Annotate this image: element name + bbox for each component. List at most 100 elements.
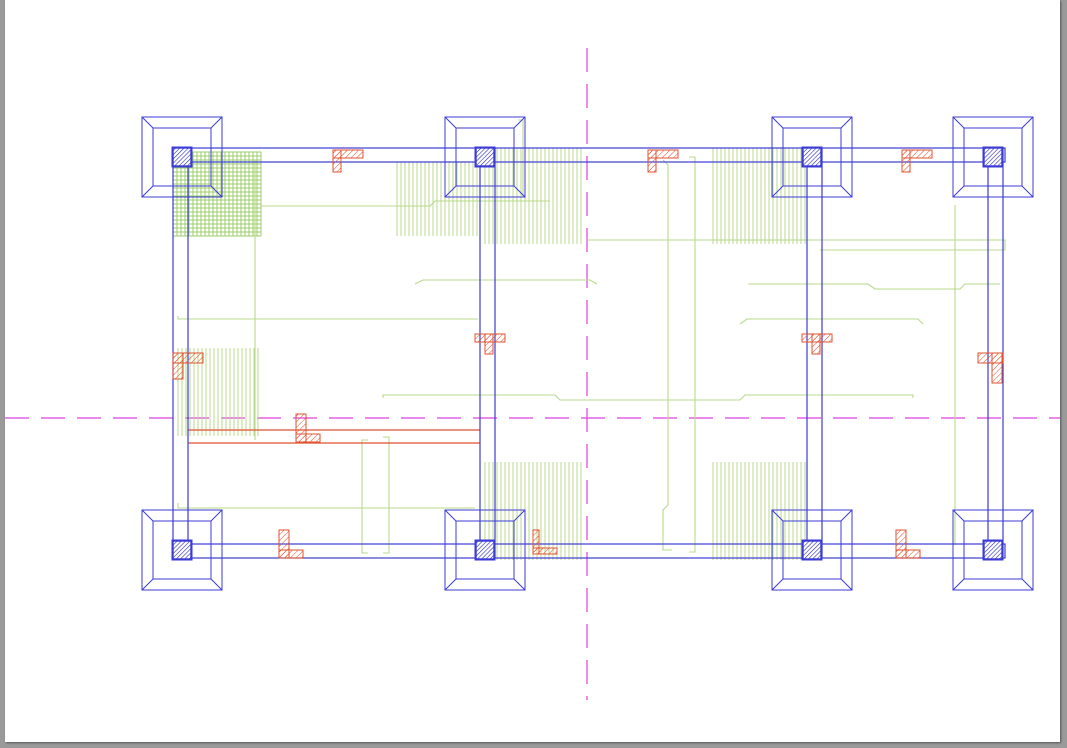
column-section [172, 540, 192, 560]
footing-slope-line [1021, 578, 1034, 591]
footing-slope-line [952, 185, 965, 198]
footing-slope-line [952, 509, 965, 522]
footing [952, 116, 1034, 198]
steel-plate [801, 333, 833, 355]
footing-slope-line [513, 509, 526, 522]
footings [141, 116, 1034, 591]
footing-slope-line [210, 578, 223, 591]
steel-plate [977, 352, 1004, 384]
footing-slope-line [952, 116, 965, 129]
footing-slope-line [840, 578, 853, 591]
pedestal-outline [152, 520, 212, 580]
rebar-line [518, 119, 524, 196]
footing-slope-line [210, 509, 223, 522]
footing [444, 509, 526, 591]
steel-bars [188, 429, 480, 444]
column-section [475, 147, 495, 167]
column-section [802, 147, 822, 167]
footing-slope-line [771, 116, 784, 129]
footing-outline [141, 509, 223, 591]
footing-outline [952, 509, 1034, 591]
rebar-zone [177, 348, 259, 436]
structural-frame [172, 147, 1006, 559]
footing-slope-line [840, 116, 853, 129]
column-section [983, 147, 1003, 167]
footing-slope-line [840, 509, 853, 522]
rebar-line [414, 279, 598, 285]
footing-slope-line [771, 509, 784, 522]
rebar-line [382, 394, 914, 401]
footing-outline [771, 116, 853, 198]
foundation-plan-drawing [5, 48, 1060, 700]
footing-outline [444, 116, 526, 198]
pedestal-outline [963, 520, 1023, 580]
rebar-zone [484, 148, 582, 244]
steel-plate-part [172, 352, 184, 380]
footing-outline [952, 116, 1034, 198]
rebar-zone [712, 148, 806, 244]
footing-outline [771, 509, 853, 591]
footing-slope-line [771, 185, 784, 198]
rebar-line [177, 503, 475, 509]
steel-plate [474, 333, 506, 355]
rebar-zone [712, 462, 806, 560]
footing-outline [444, 509, 526, 591]
footing-slope-line [513, 578, 526, 591]
steel-plate [295, 413, 321, 443]
steel-plate-part [895, 549, 921, 559]
steel-plate-part [811, 333, 821, 355]
footing [141, 116, 223, 198]
steel-plate [895, 529, 921, 559]
steel-plate-part [647, 149, 657, 173]
footing-slope-line [210, 116, 223, 129]
column-section [802, 540, 822, 560]
footing-outline [141, 116, 223, 198]
rebar-line [361, 439, 368, 554]
axis-lines [5, 48, 1060, 700]
rebar-line [689, 156, 696, 553]
footing-slope-line [444, 116, 457, 129]
footing-slope-line [141, 185, 154, 198]
steel-plate [278, 529, 304, 559]
steel-plates [172, 149, 1004, 559]
pedestal-outline [963, 127, 1023, 187]
column-section [172, 147, 192, 167]
footing-slope-line [444, 185, 457, 198]
steel-plate-part [977, 352, 1004, 364]
steel-plate-part [484, 333, 494, 355]
steel-plate [172, 352, 204, 380]
rebar-line [662, 159, 672, 551]
footing-slope-line [513, 185, 526, 198]
pedestal-outline [782, 520, 842, 580]
steel-plate [332, 149, 364, 173]
footing [141, 509, 223, 591]
steel-plate-part [332, 149, 342, 173]
footing [771, 116, 853, 198]
pedestal-outline [455, 520, 515, 580]
steel-plate-part [901, 149, 911, 173]
rebar-lines [177, 119, 1006, 554]
steel-plate [647, 149, 679, 173]
footing-slope-line [210, 185, 223, 198]
rebar-line [260, 200, 550, 207]
rebar-line [588, 239, 1006, 251]
footing-slope-line [840, 185, 853, 198]
rebar-zone [396, 162, 478, 236]
pedestal-outline [782, 127, 842, 187]
footing [771, 509, 853, 591]
beam-top [172, 147, 1006, 163]
rebar-line [383, 436, 390, 554]
footing-slope-line [771, 578, 784, 591]
footing [952, 509, 1034, 591]
footing-slope-line [141, 578, 154, 591]
rebar-line [748, 283, 1000, 290]
steel-plate-part [278, 549, 304, 559]
footing-slope-line [141, 116, 154, 129]
steel-plate-part [991, 352, 1003, 384]
footing-slope-line [1021, 509, 1034, 522]
footing-slope-line [444, 509, 457, 522]
steel-plate-part [532, 547, 558, 555]
steel-plate-part [295, 433, 321, 443]
rebar-line [739, 318, 924, 325]
